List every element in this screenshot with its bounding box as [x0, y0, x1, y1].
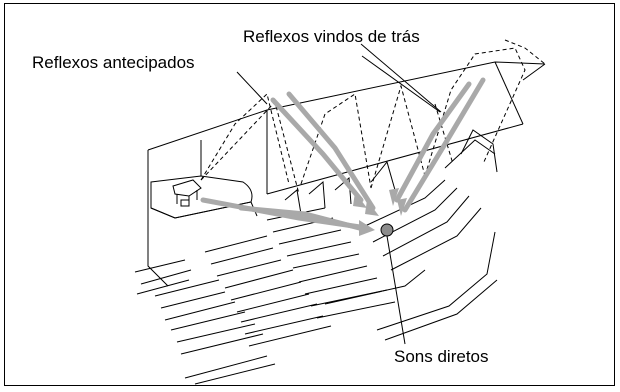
listener-head: [380, 223, 394, 237]
rear-reflection-arrow-1: [394, 81, 472, 203]
leader-lines: [236, 43, 442, 345]
sound-arrows: [200, 77, 486, 233]
early-reflection-arrow-2: [286, 91, 376, 211]
rear-reflection-arrow-2: [402, 77, 486, 213]
seat-rows: [134, 129, 498, 385]
concert-hall-illustration: [134, 39, 546, 385]
arrow-heads: [353, 188, 407, 236]
label-early-reflections: Reflexos antecipados: [32, 53, 195, 72]
early-reflection-arrow-1: [270, 97, 364, 203]
reflection-paths: [200, 39, 546, 195]
early-reflection-arrow-3: [238, 205, 370, 233]
piano-icon: [172, 179, 202, 207]
label-rear-reflections: Reflexos vindos de trás: [243, 27, 420, 46]
label-direct-sounds: Sons diretos: [394, 347, 489, 366]
stage: [150, 175, 258, 219]
diagram-frame: Reflexos vindos de trás Reflexos antecip…: [4, 3, 615, 386]
